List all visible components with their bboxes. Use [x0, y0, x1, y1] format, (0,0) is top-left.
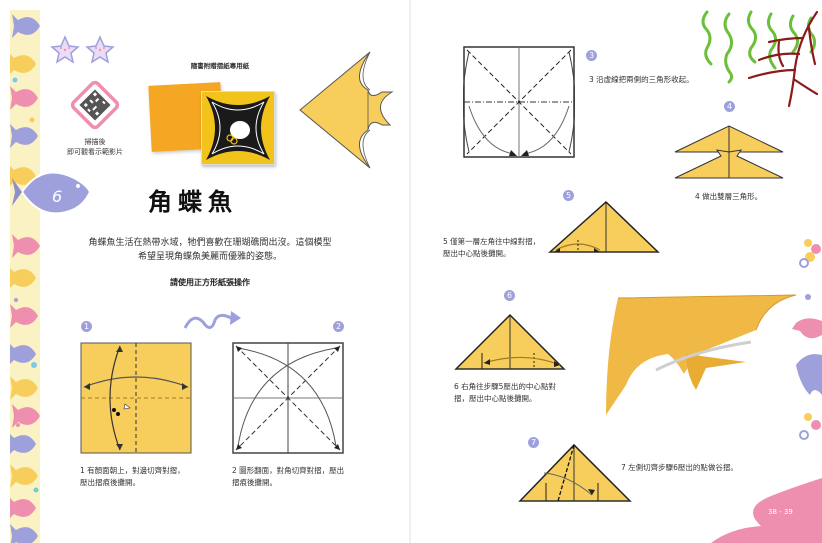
- step-2-line2: 摺痕後攤開。: [232, 478, 277, 487]
- step-3-badge: 3: [586, 50, 597, 61]
- step-5-caption: 5 僅第一層左角往中線對摺， 壓出中心點後攤開。: [443, 236, 553, 260]
- subheading: 請使用正方形紙張操作: [170, 278, 250, 287]
- step-1-caption: 1 有顏面朝上，對邊切齊對摺， 壓出摺痕後攤開。: [80, 465, 220, 489]
- step-2-diagram: [232, 342, 344, 454]
- step-7-badge: 7: [528, 437, 539, 448]
- qr-caption: 掃描後 即可觀看示範影片: [60, 137, 130, 157]
- step-7-diagram: [518, 443, 632, 502]
- intro-line2: 希望呈現角蝶魚美麗而優雅的姿態。: [137, 252, 282, 262]
- step-7-caption: 7 左側切齊步驟6壓出的點做谷摺。: [621, 463, 738, 472]
- fish-pattern-strip: [10, 10, 40, 543]
- step-3-diagram: [463, 46, 575, 158]
- book-spine: [409, 0, 412, 543]
- step-5-diagram: [548, 200, 660, 253]
- step-4-diagram: [674, 125, 784, 179]
- fish-bubble-decoration-icon: [792, 239, 822, 440]
- step-1-line2: 壓出摺痕後攤開。: [80, 478, 140, 487]
- seaweed-decoration-icon: [701, 10, 819, 108]
- step-5-line1: 5 僅第一層左角往中線對摺，: [443, 237, 541, 246]
- difficulty-stars-icon: [50, 35, 115, 64]
- step-6-line2: 摺，壓出中心點後攤開。: [454, 394, 537, 403]
- step-6-caption: 6 右角往步驟5壓出的中心點對 摺，壓出中心點後攤開。: [454, 381, 574, 405]
- qr-caption-line1: 掃描後: [84, 138, 106, 146]
- step-2-caption: 2 圖形翻面，對角切齊對摺，壓出 摺痕後攤開。: [232, 465, 372, 489]
- step-1-badge: 1: [81, 321, 92, 332]
- flip-arrow-icon: [183, 311, 241, 329]
- finished-fish-diagram: [299, 51, 394, 169]
- step-3-caption: 3 沿虛線把兩側的三角形收起。: [589, 75, 694, 84]
- step-4-badge: 4: [724, 101, 735, 112]
- step-1-line1: 1 有顏面朝上，對邊切齊對摺，: [80, 466, 185, 475]
- right-page: 3 3 沿虛線把兩側的三角形收起。 4 4 做出雙層三角形。 5 5 僅第一層左…: [411, 0, 822, 543]
- step-6-diagram: [454, 313, 566, 370]
- page-title: 角蝶魚: [148, 188, 238, 216]
- step-2-badge: 2: [333, 321, 344, 332]
- step-6-badge: 6: [504, 290, 515, 301]
- qr-code[interactable]: [70, 80, 120, 130]
- step-5-line2: 壓出中心點後攤開。: [443, 249, 511, 258]
- intro-text: 角蝶魚生活在熱帶水域，牠們喜歡在珊瑚礁間出沒。這個模型 希望呈現角蝶魚美麗而優雅…: [60, 236, 360, 264]
- qr-caption-line2: 即可觀看示範影片: [67, 148, 123, 156]
- left-page: 掃描後 即可觀看示範影片 6 隨書附贈摺紙專用紙 角蝶魚 角蝶魚生活在熱帶水域，…: [0, 0, 410, 543]
- fish-pattern-icon: [10, 14, 40, 543]
- chapter-number: 6: [52, 187, 63, 206]
- step-4-caption: 4 做出雙層三角形。: [695, 192, 763, 201]
- step-1-diagram: [80, 342, 192, 454]
- step-2-line1: 2 圖形翻面，對角切齊對摺，壓出: [232, 466, 345, 475]
- pink-wave-decoration: [711, 478, 822, 543]
- pattern-icon: [206, 96, 270, 160]
- paper-label: 隨書附贈摺紙專用紙: [190, 62, 250, 70]
- finished-model-photo: [606, 294, 797, 415]
- qr-code-icon: [70, 80, 120, 130]
- intro-line1: 角蝶魚生活在熱帶水域，牠們喜歡在珊瑚礁間出沒。這個模型: [88, 238, 332, 248]
- patterned-paper-sheet: [201, 91, 275, 165]
- step-5-badge: 5: [563, 190, 574, 201]
- step-6-line1: 6 右角往步驟5壓出的中心點對: [454, 382, 556, 391]
- chapter-fish-badge: [12, 171, 92, 215]
- page-numbers: 38 - 39: [768, 508, 793, 516]
